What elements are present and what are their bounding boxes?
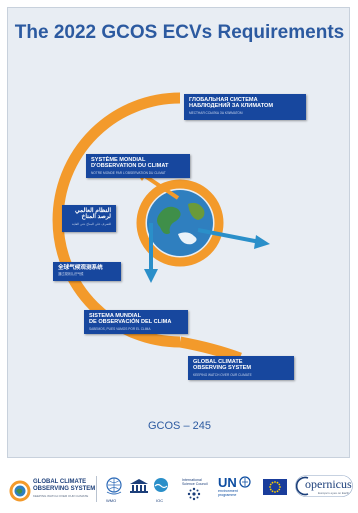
ioc-caption: IOC bbox=[156, 498, 164, 503]
cover-panel: The 2022 GCOS ECVs Requirements ГЛОБАЛЬН… bbox=[7, 7, 350, 458]
document-number: GCOS – 245 bbox=[148, 420, 211, 432]
gcos-logo-icon bbox=[9, 480, 31, 502]
label-spanish-main: SISTEMA MUNDIAL DE OBSERVACIÓN DEL CLIMA bbox=[89, 313, 172, 326]
isc-logo-icon bbox=[187, 487, 201, 501]
cover-artwork bbox=[52, 92, 270, 364]
label-arabic-sub: للتعرف على المناخ حتى الغاية bbox=[72, 221, 111, 226]
arrow-right-head bbox=[254, 235, 270, 249]
label-french-main: SYSTÈME MONDIAL D'OBSERVATION DU CLIMAT bbox=[91, 157, 169, 170]
gcos-name: GLOBAL CLIMATE OBSERVING SYSTEM bbox=[33, 479, 96, 492]
isc-name: International Science Council bbox=[182, 478, 208, 487]
label-russian: ГЛОБАЛЬНАЯ СИСТЕМА НАБЛЮДЕНИЙ ЗА КЛИМАТО… bbox=[184, 94, 306, 120]
label-arabic: النظام العالمي لرصد المناخ للتعرف على ال… bbox=[62, 205, 116, 232]
copernicus-name: opernicus bbox=[305, 477, 352, 491]
globe-cloud bbox=[178, 232, 197, 245]
copernicus-logo-icon bbox=[295, 475, 353, 497]
globe-ring bbox=[136, 179, 224, 267]
label-chinese: 全球气候观测系统 通过观测认识气候 bbox=[53, 262, 121, 281]
wmo-caption: WMO bbox=[106, 498, 117, 503]
ioc-logo-icon bbox=[154, 478, 168, 492]
label-chinese-sub: 通过观测认识气候 bbox=[58, 272, 84, 277]
globe-landmass-2 bbox=[188, 202, 205, 220]
eu-flag-icon bbox=[263, 479, 287, 495]
unep-logo-icon bbox=[239, 476, 251, 488]
arrow-right-shaft bbox=[197, 228, 261, 244]
globe-landmass bbox=[157, 206, 181, 235]
label-english-main: GLOBAL CLIMATE OBSERVING SYSTEM bbox=[193, 359, 252, 372]
label-russian-main: ГЛОБАЛЬНАЯ СИСТЕМА НАБЛЮДЕНИЙ ЗА КЛИМАТО… bbox=[189, 97, 274, 110]
label-english: GLOBAL CLIMATE OBSERVING SYSTEM KEEPING … bbox=[188, 356, 294, 380]
gcos-tagline: KEEPING WATCH OVER OUR CLIMATE bbox=[33, 494, 89, 498]
copernicus-tagline: Europe's eyes on Earth bbox=[318, 491, 350, 495]
unep-subtitle: environment programme bbox=[218, 489, 238, 498]
unesco-logo-icon bbox=[130, 479, 148, 493]
unep-name: UN bbox=[218, 475, 237, 490]
label-spanish-sub: SABEMOS, PUES VAMOS POR EL CLIMA bbox=[89, 326, 151, 331]
label-chinese-main: 全球气候观测系统 bbox=[58, 265, 103, 271]
label-spanish: SISTEMA MUNDIAL DE OBSERVACIÓN DEL CLIMA… bbox=[84, 310, 188, 334]
label-french-sub: NOTRE MONDE PAR L'OBSERVATION DU CLIMAT bbox=[91, 170, 166, 175]
arrow-down-head bbox=[144, 269, 158, 283]
arrow-up-left-shaft bbox=[140, 172, 180, 200]
label-english-sub: KEEPING WATCH OVER OUR CLIMATE bbox=[193, 372, 252, 377]
cover-title: The 2022 GCOS ECVs Requirements bbox=[14, 22, 345, 43]
partner-logo-bar: GLOBAL CLIMATE OBSERVING SYSTEM KEEPING … bbox=[0, 458, 358, 513]
label-arabic-main: النظام العالمي لرصد المناخ bbox=[75, 208, 111, 221]
globe-icon bbox=[147, 190, 213, 256]
logo-divider bbox=[96, 476, 97, 502]
wmo-logo-icon bbox=[106, 477, 122, 495]
label-french: SYSTÈME MONDIAL D'OBSERVATION DU CLIMAT … bbox=[86, 154, 190, 178]
label-russian-sub: МЕСТНАЯ ССЫЛКА ЗА КЛИМАТОМ bbox=[189, 110, 243, 115]
